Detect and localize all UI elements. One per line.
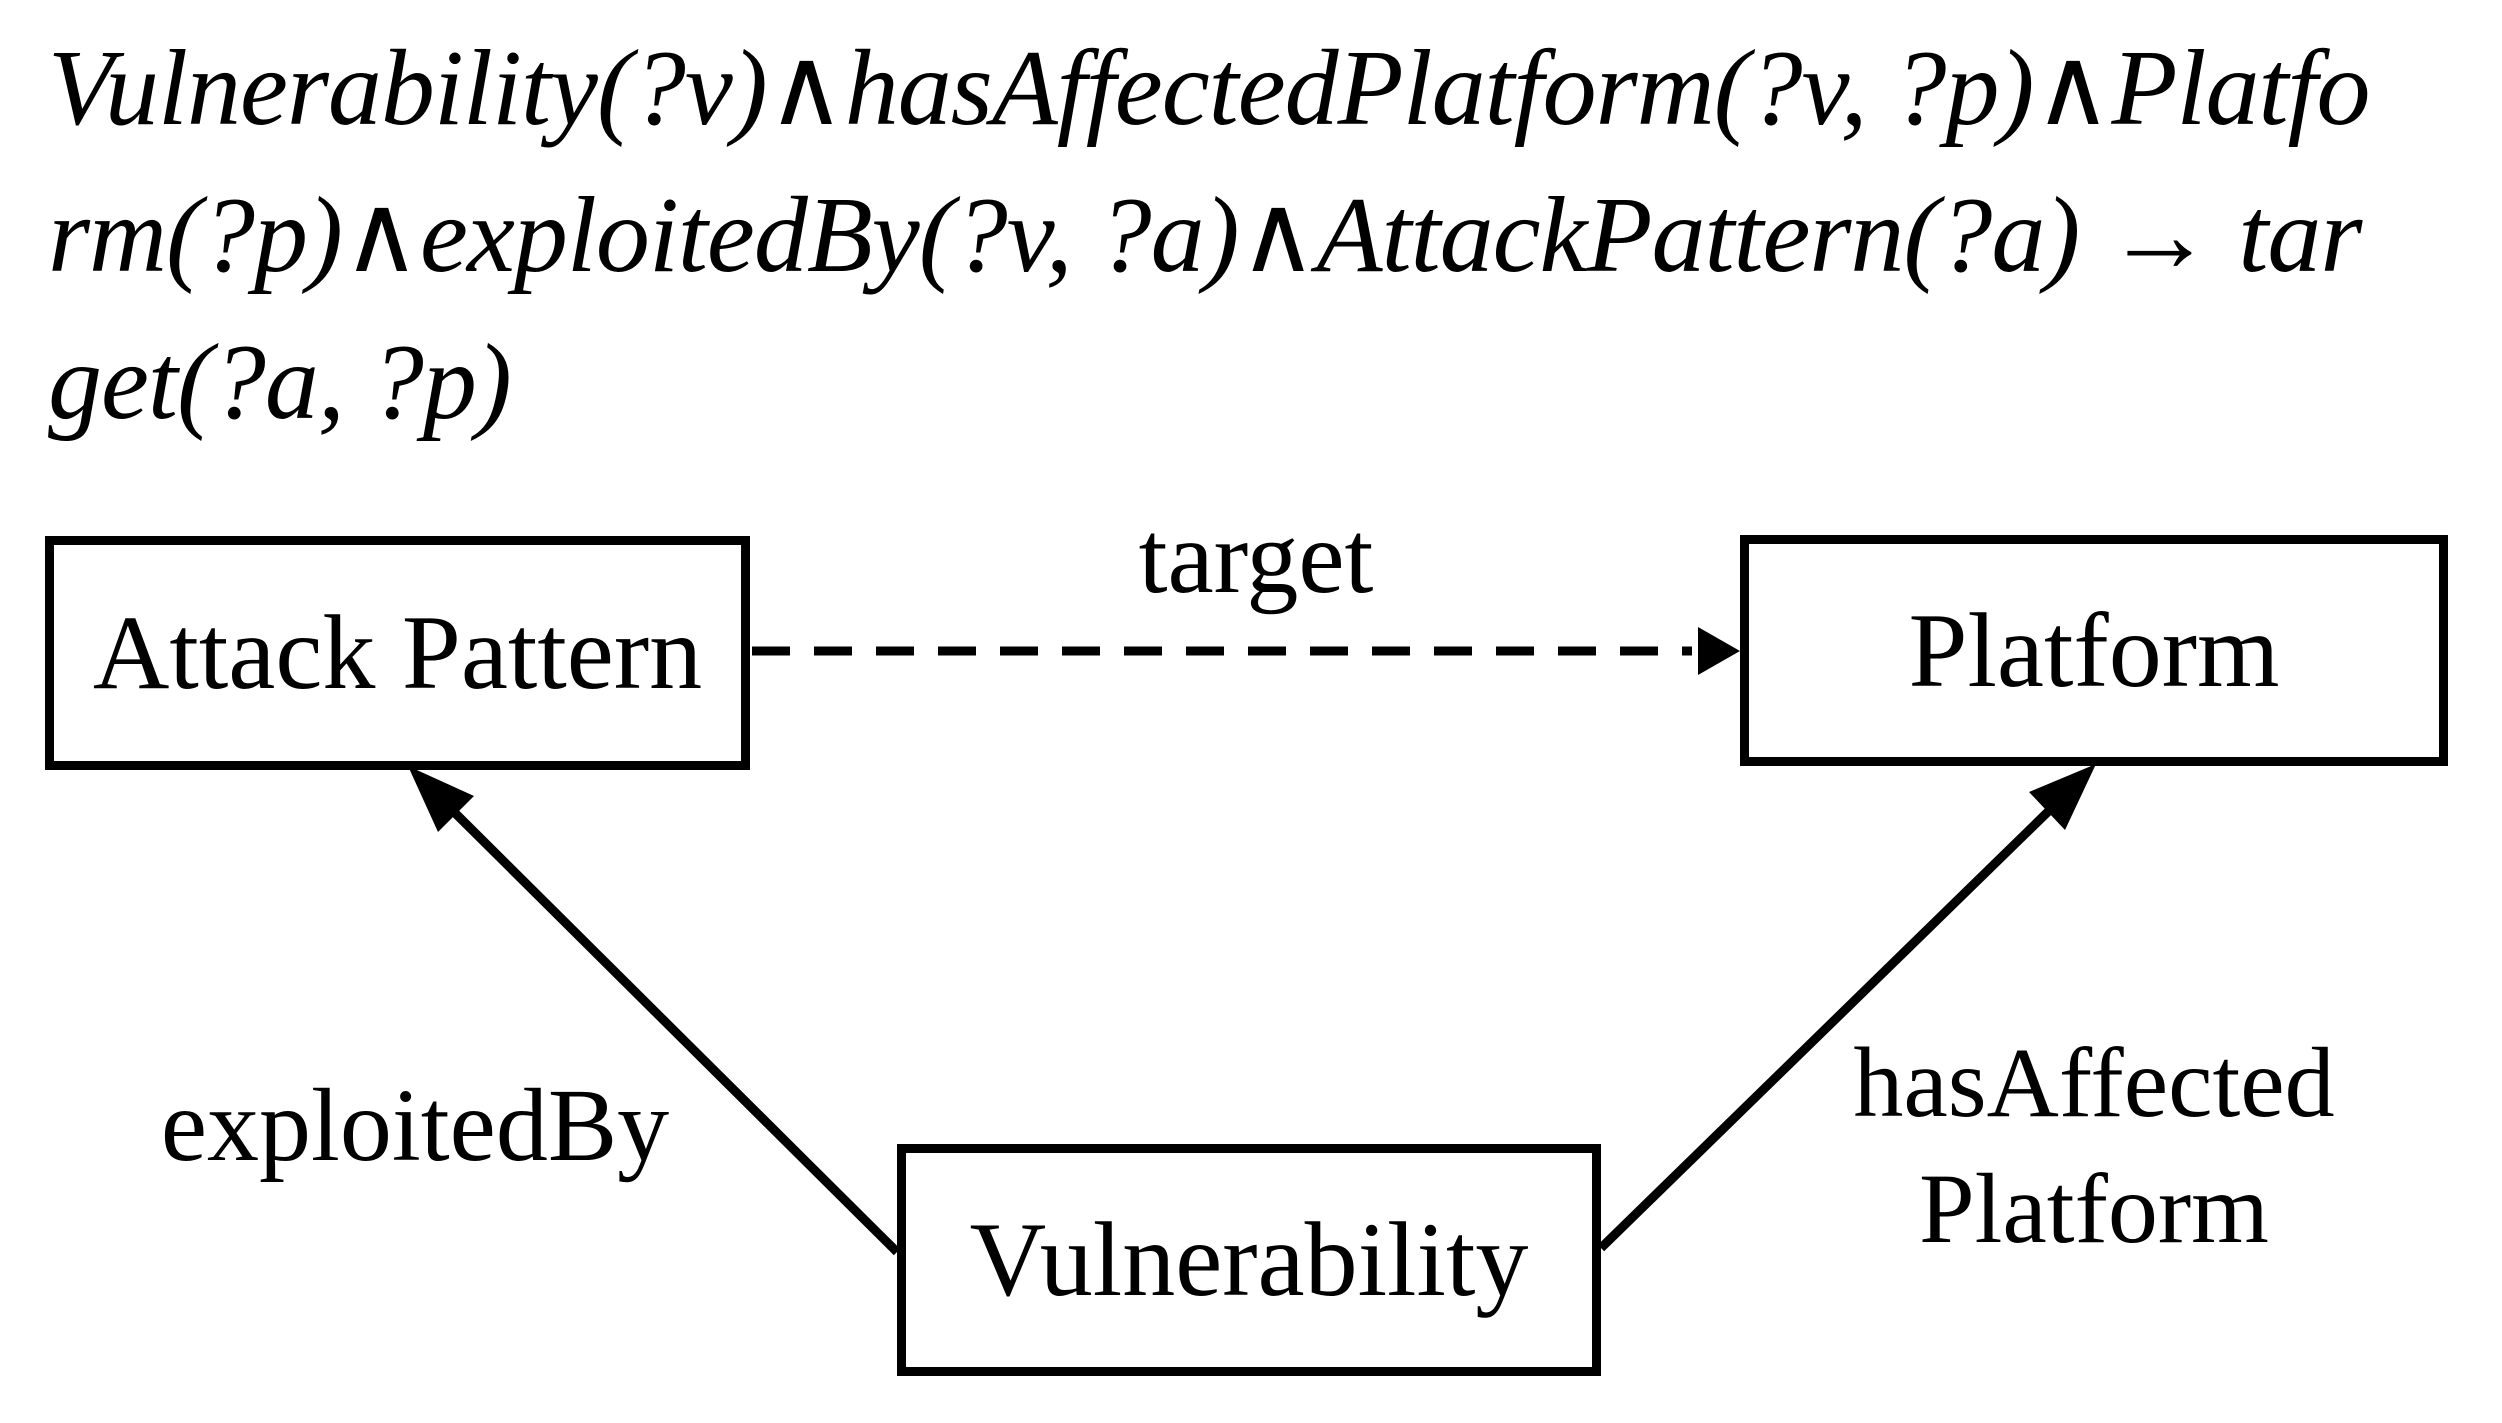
hasaffectedplatform-edge-label-line-2: Platform — [1919, 1153, 2269, 1264]
vulnerability-node-label: Vulnerability — [969, 1201, 1529, 1318]
target-edge-label: target — [1138, 500, 1374, 615]
attack-pattern-node-label: Attack Pattern — [92, 594, 703, 711]
platform-node-label: Platform — [1908, 591, 2280, 709]
rule-formula: Vulnerability(?v)∧hasAffectedPlatform(?v… — [48, 15, 2371, 456]
hasaffectedplatform-edge-label: hasAffected Platform — [1844, 1020, 2344, 1272]
platform-node: Platform — [1740, 535, 2448, 766]
vulnerability-node: Vulnerability — [897, 1144, 1601, 1376]
rule-formula-line-1: Vulnerability(?v)∧hasAffectedPlatform(?v… — [48, 29, 2371, 148]
target-edge-arrowhead — [1698, 627, 1740, 675]
exploitedby-edge-arrowhead — [408, 766, 474, 832]
exploitedby-edge-label: exploitedBy — [160, 1068, 670, 1183]
hasaffectedplatform-edge-label-line-1: hasAffected — [1853, 1027, 2335, 1138]
rule-formula-line-3: get(?a, ?p) — [48, 323, 512, 442]
hasaffectedplatform-edge-arrowhead — [2029, 764, 2096, 830]
attack-pattern-node: Attack Pattern — [45, 536, 750, 770]
rule-formula-line-2: rm(?p)∧exploitedBy(?v, ?a)∧AttackPattern… — [48, 176, 2362, 295]
